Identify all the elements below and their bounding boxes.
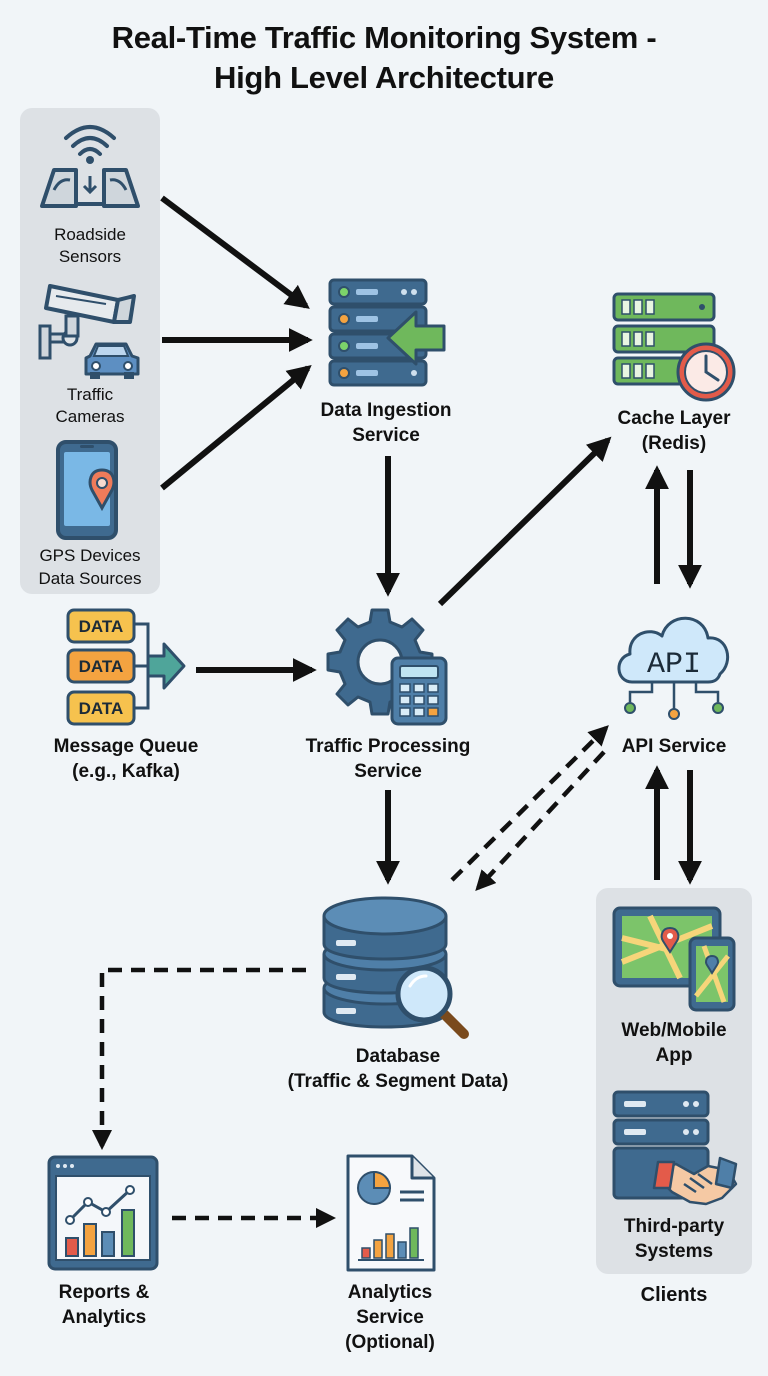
- web-mobile-map-icon: [610, 904, 738, 1014]
- gps-device-icon: [54, 438, 128, 542]
- third-party-label-line-1: Third-party: [623, 1216, 725, 1237]
- database-label-line-1: Database: [355, 1046, 441, 1067]
- web-mobile-label-line-2: App: [655, 1045, 693, 1066]
- title-line-1: Real-Time Traffic Monitoring System -: [111, 20, 657, 55]
- roadside-sensors-label: Roadside Sensors: [20, 224, 160, 268]
- api-service-label: API Service: [588, 734, 760, 759]
- database-label-line-2: (Traffic & Segment Data): [287, 1071, 509, 1092]
- message-queue-icon: DATA DATA DATA: [64, 606, 190, 730]
- traffic-cameras-label-line-1: Traffic: [66, 385, 114, 404]
- third-party-label: Third-party Systems: [596, 1214, 752, 1264]
- arrow-sensors-to-ingestion: [160, 195, 310, 309]
- processing-label: Traffic Processing Service: [276, 734, 500, 784]
- third-party-server-icon: [610, 1088, 740, 1208]
- roadside-sensor-icon: [36, 118, 144, 224]
- cache-label-line-2: (Redis): [641, 433, 707, 454]
- processing-gear-icon: [324, 604, 450, 726]
- traffic-camera-icon: [36, 282, 144, 380]
- ingestion-label-line-1: Data Ingestion: [320, 400, 452, 421]
- api-cloud-icon: API: [612, 604, 736, 722]
- ingestion-label-line-2: Service: [352, 425, 420, 446]
- message-queue-label: Message Queue (e.g., Kafka): [20, 734, 232, 784]
- analytics-label-line-2: Service: [356, 1307, 424, 1328]
- analytics-label: Analytics Service (Optional): [300, 1280, 480, 1355]
- message-queue-label-line-1: Message Queue: [53, 736, 199, 757]
- analytics-report-icon: [344, 1152, 438, 1274]
- analytics-label-line-1: Analytics: [347, 1282, 433, 1303]
- clients-group-label: Clients: [640, 1284, 708, 1306]
- analytics-label-line-3: (Optional): [345, 1332, 435, 1353]
- arrow-database-to-api-dashed: [450, 725, 609, 882]
- title-line-2: High Level Architecture: [214, 60, 554, 95]
- api-service-label-line-1: API Service: [621, 736, 727, 757]
- reports-label-line-1: Reports &: [58, 1282, 150, 1303]
- reports-dashboard-icon: [46, 1154, 160, 1272]
- roadside-sensors-label-line-1: Roadside: [54, 225, 126, 244]
- cache-label-line-1: Cache Layer: [617, 408, 731, 429]
- gps-devices-label-line-2: Data Sources: [38, 569, 142, 588]
- gps-devices-label-line-1: GPS Devices: [39, 546, 141, 565]
- cache-server-icon: [610, 290, 738, 404]
- database-label: Database (Traffic & Segment Data): [248, 1044, 548, 1094]
- ingestion-label: Data Ingestion Service: [286, 398, 486, 448]
- arrow-gps-to-ingestion: [160, 364, 312, 491]
- queue-block-text-2: DATA: [79, 657, 124, 676]
- database-icon: [320, 892, 476, 1042]
- roadside-sensors-label-line-2: Sensors: [58, 247, 122, 266]
- reports-label: Reports & Analytics: [24, 1280, 184, 1330]
- processing-label-line-1: Traffic Processing: [305, 736, 471, 757]
- ingestion-server-icon: [326, 276, 450, 394]
- web-mobile-label-line-1: Web/Mobile: [621, 1020, 727, 1041]
- message-queue-label-line-2: (e.g., Kafka): [72, 761, 180, 782]
- reports-label-line-2: Analytics: [61, 1307, 147, 1328]
- arrow-processing-to-cache: [437, 436, 612, 607]
- page-title: Real-Time Traffic Monitoring System - Hi…: [0, 18, 768, 98]
- traffic-cameras-label: Traffic Cameras: [20, 384, 160, 428]
- arrow-api-to-database-dashed: [475, 750, 606, 891]
- processing-label-line-2: Service: [354, 761, 422, 782]
- api-cloud-text: API: [647, 648, 701, 682]
- third-party-label-line-2: Systems: [634, 1241, 714, 1262]
- queue-block-text-1: DATA: [79, 617, 124, 636]
- traffic-cameras-label-line-2: Cameras: [55, 407, 125, 426]
- web-mobile-label: Web/Mobile App: [596, 1018, 752, 1068]
- cache-label: Cache Layer (Redis): [588, 406, 760, 456]
- queue-block-text-3: DATA: [79, 699, 124, 718]
- gps-devices-label: GPS Devices Data Sources: [20, 544, 160, 590]
